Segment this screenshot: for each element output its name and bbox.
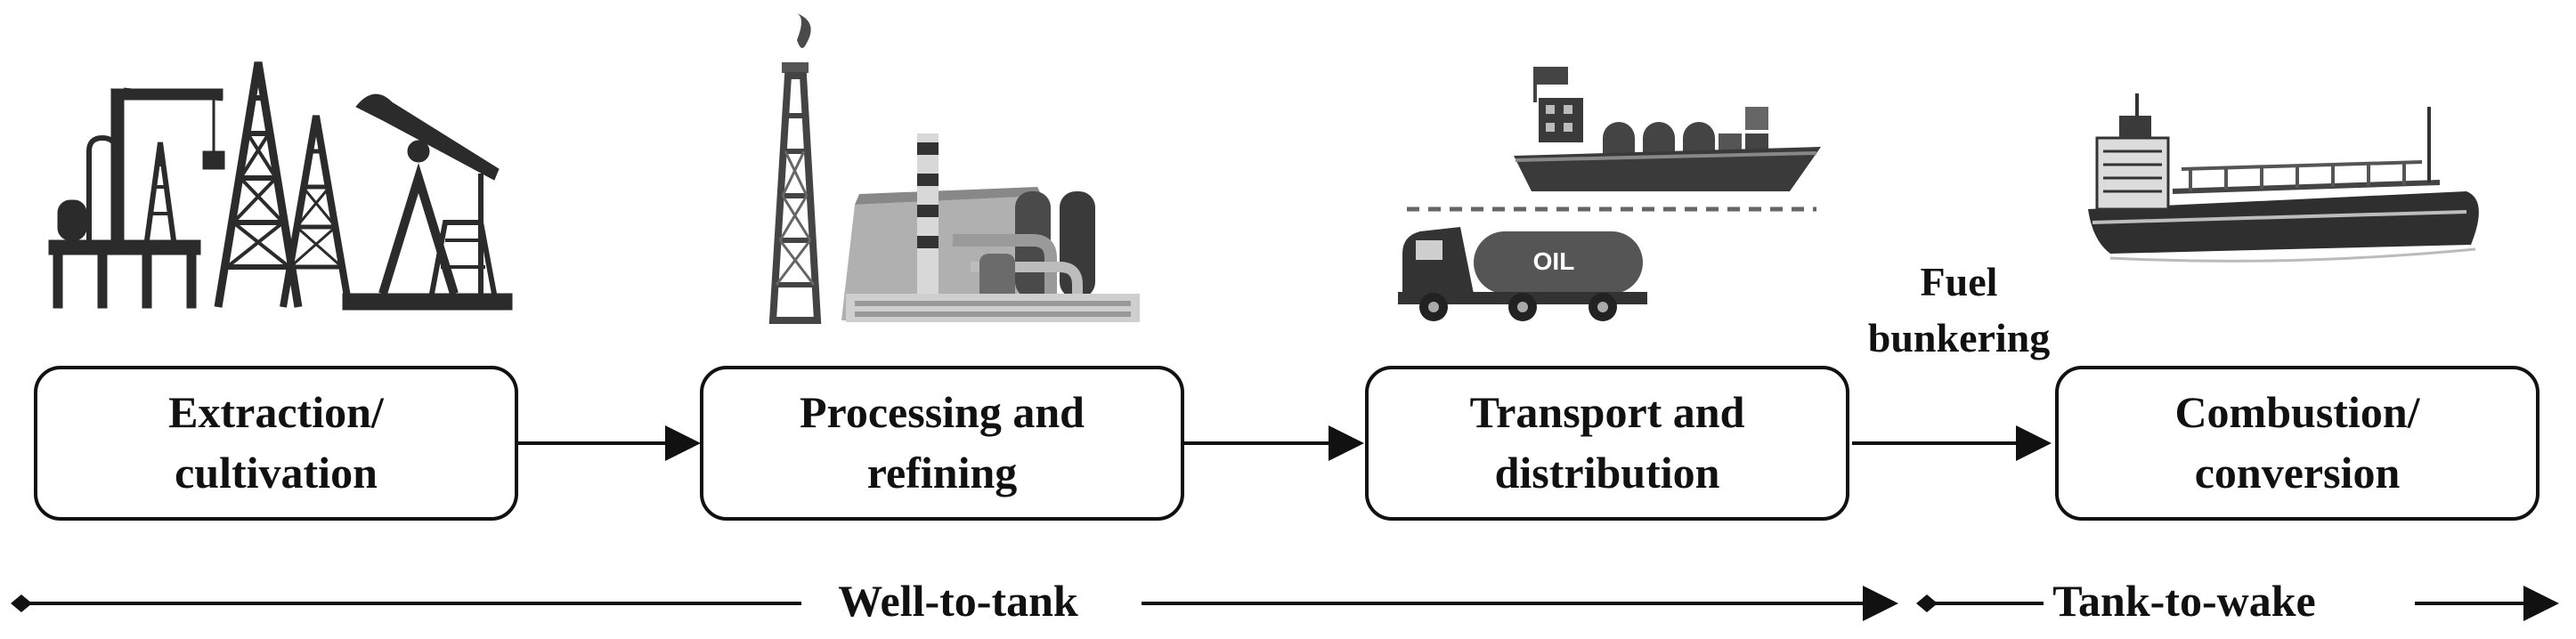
well-to-tank-start-diamond bbox=[11, 595, 32, 612]
oil-rig-and-pump-jack-icon bbox=[48, 61, 513, 311]
truck-oil-label: OIL bbox=[1533, 247, 1575, 275]
stage-label-combustion-line2: conversion bbox=[2195, 448, 2401, 497]
stage-label-extraction-line2: cultivation bbox=[175, 448, 378, 497]
stage-box-combustion: Combustion/conversion bbox=[2055, 366, 2539, 521]
tank-to-wake-start-diamond bbox=[1916, 595, 1938, 612]
tank-to-wake-label: Tank-to-wake bbox=[2052, 576, 2315, 626]
stage-label-transport-line2: distribution bbox=[1495, 448, 1720, 497]
stage-box-frame bbox=[2055, 366, 2539, 521]
stage-box-transport: Transport and distribution bbox=[1365, 366, 1849, 521]
refinery-icon bbox=[768, 13, 1140, 324]
stage-box-extraction: Extraction/cultivation bbox=[34, 366, 518, 521]
fuel-bunkering-label-line1: Fuel bbox=[1921, 259, 1998, 304]
cargo-ship-icon bbox=[2088, 93, 2479, 263]
stage-label-processing-line1: Processing and bbox=[800, 387, 1085, 437]
stage-label-extraction-line1: Extraction/ bbox=[168, 387, 385, 437]
fuel-bunkering-label-line2: bunkering bbox=[1868, 315, 2051, 360]
stage-box-processing: Processing and refining bbox=[700, 366, 1184, 521]
stage-label-combustion-line1: Combustion/ bbox=[2174, 387, 2420, 437]
stage-label-transport-line1: Transport and bbox=[1470, 387, 1745, 437]
tanker-ship-and-oil-truck-icon: OIL bbox=[1398, 67, 1821, 321]
well-to-tank-label: Well-to-tank bbox=[838, 576, 1078, 626]
stage-label-processing-line2: refining bbox=[867, 448, 1018, 497]
stage-box-frame bbox=[1365, 366, 1849, 521]
stage-boxes: Extraction/cultivation Processing and refi… bbox=[34, 366, 2539, 521]
